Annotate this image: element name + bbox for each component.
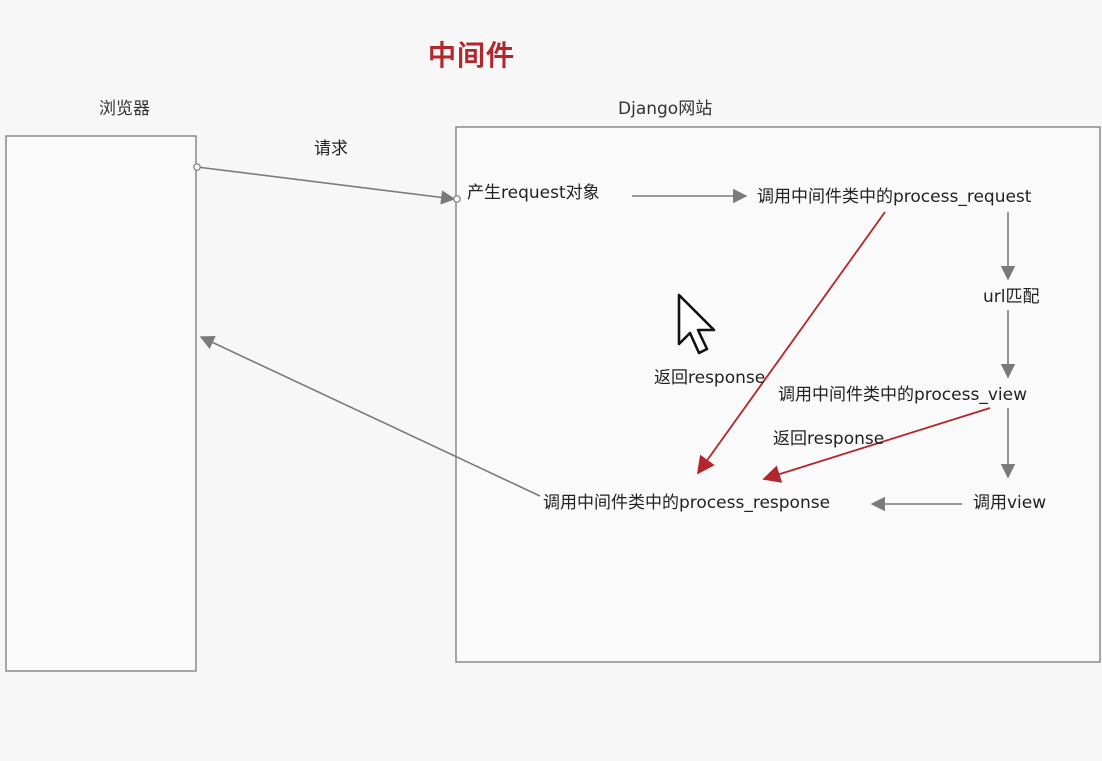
node-process-response: 调用中间件类中的process_response xyxy=(543,493,831,513)
django-site-box xyxy=(455,126,1101,663)
browser-label: 浏览器 xyxy=(99,99,150,119)
request-arrow-start xyxy=(193,163,201,171)
node-create-request: 产生request对象 xyxy=(467,183,600,203)
request-arrow-end xyxy=(453,195,461,203)
return-label-from-process-request: 返回response xyxy=(654,368,766,388)
return-arrow-from-process-view xyxy=(762,407,991,483)
request-label: 请求 xyxy=(314,139,348,159)
return-label-from-process-view: 返回response xyxy=(773,429,885,449)
django-site-label: Django网站 xyxy=(618,99,713,119)
node-process-view: 调用中间件类中的process_view xyxy=(778,385,1027,405)
request-arrow xyxy=(196,166,456,205)
node-process-request: 调用中间件类中的process_request xyxy=(757,187,1032,207)
node-call-view: 调用view xyxy=(973,493,1047,513)
mouse-cursor-icon xyxy=(677,293,716,355)
return-arrow-from-process-request xyxy=(696,211,886,475)
browser-box xyxy=(5,135,197,672)
node-url-match: url匹配 xyxy=(983,287,1040,307)
response-arrow-to-browser xyxy=(199,335,541,497)
diagram-title: 中间件 xyxy=(428,39,516,72)
